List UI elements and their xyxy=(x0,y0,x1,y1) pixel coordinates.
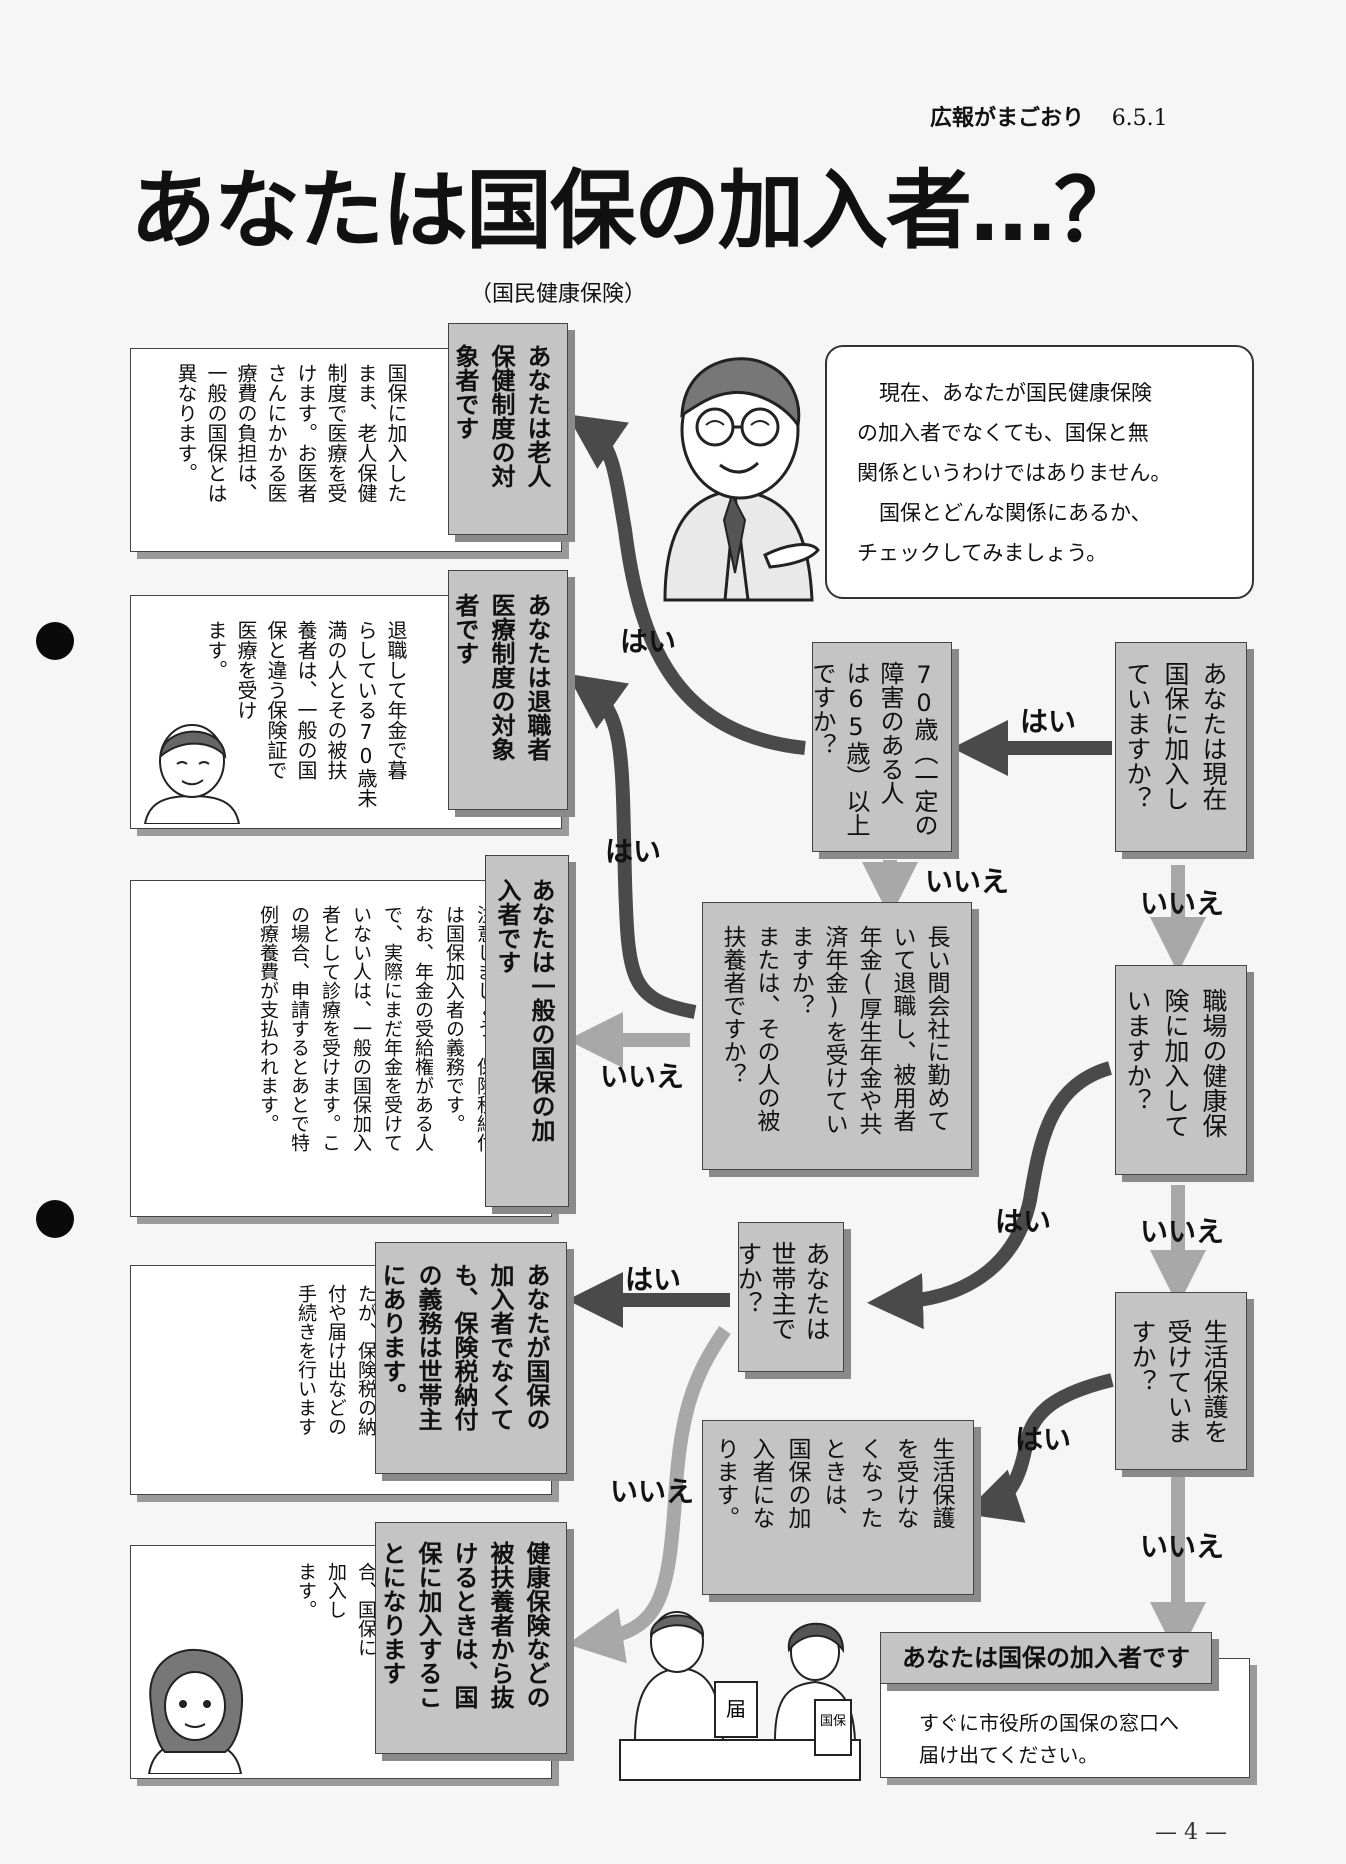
counter-sign-label: 国保 xyxy=(820,1714,846,1729)
man-illustration xyxy=(143,724,241,824)
result-dependent-title: 健康保険などの 被扶養者から抜 けるときは、国 保に加入するこ とになります xyxy=(375,1522,567,1754)
page-title: あなたは国保の加入者…？ xyxy=(130,161,1140,261)
arrow-q2-yes xyxy=(867,1061,1113,1330)
form-label: 届 xyxy=(726,1697,746,1721)
final-line-1: すぐに市役所の国保の窓口へ xyxy=(919,1711,1179,1735)
publication-name: 広報がまごおり 6.5.1 xyxy=(930,100,1168,132)
label-q1-yes: はい xyxy=(1020,705,1077,738)
question-retiree-pension: 長い間会社に勤めて いて退職し、被用者 年金(厚生年金や共 済年金)を受けてい … xyxy=(702,902,972,1170)
label-q2-yes: はい xyxy=(995,1205,1052,1238)
label-q6-no: いいえ xyxy=(610,1475,695,1508)
binder-hole-top xyxy=(36,622,74,660)
result-general-title: あなたは一般の国保の加 入者です xyxy=(485,855,569,1207)
intro-line-4: 国保とどんな関係にあるか、 xyxy=(879,501,1152,525)
final-result-title: あなたは国保の加入者です xyxy=(880,1632,1212,1684)
page-subtitle: （国民健康保険） xyxy=(470,282,647,307)
result-retiree-note: 退職して年金で暮 らしている70歳未 満の人とその被扶 養者は、一般の国 保と違… xyxy=(204,620,408,808)
note-welfare-ended: 生活保護 を受けな くなった ときは、 国保の加 入者にな ります。 xyxy=(702,1420,974,1595)
publication-title: 広報がまごおり xyxy=(930,106,1085,131)
final-result-instructions: すぐに市役所の国保の窓口へ 届け出てください。 xyxy=(919,1707,1179,1771)
result-elderly-note: 国保に加入した まま、老人保健 制度で医療を受 けます。お医者 さんにかかる医 … xyxy=(174,363,408,503)
label-q1-no: いいえ xyxy=(1140,887,1225,920)
result-elderly-title: あなたは老人 保健制度の対 象者です xyxy=(448,323,568,535)
binder-hole-bottom xyxy=(36,1200,74,1238)
question-welfare: 生活保護を 受けていま すか？ xyxy=(1115,1292,1247,1470)
intro-line-2: の加入者でなくても、国保と無 xyxy=(857,421,1149,445)
label-q3-no: いいえ xyxy=(1140,1530,1225,1563)
label-q4-no: いいえ xyxy=(925,865,1010,898)
arrow-q5-yes xyxy=(567,673,697,1019)
result-general-note-card: 保険税の納め忘れがないよう 注意しましょう。保険税納付 は国保加入者の義務です。… xyxy=(130,880,552,1217)
result-household-title: あなたが国保の 加入者でなくて も、保険税納付 の義務は世帯主 にあります。 xyxy=(375,1242,567,1474)
label-q3-yes: はい xyxy=(1015,1423,1072,1456)
label-q5-no: いいえ xyxy=(600,1060,685,1093)
arrow-q3-yes xyxy=(963,1373,1114,1523)
label-q5-yes: はい xyxy=(605,835,662,868)
question-workplace-insurance: 職場の健康保 険に加入して いますか？ xyxy=(1115,965,1247,1175)
office-counter-illustration: 届 国保 xyxy=(619,1611,861,1781)
label-q6-yes: はい xyxy=(625,1263,682,1296)
result-retiree-title: あなたは退職者 医療制度の対象 者です xyxy=(448,570,568,810)
intro-line-3: 関係というわけではありません。 xyxy=(857,461,1172,485)
page-number: — 4 — xyxy=(1155,1820,1227,1845)
intro-line-1: 現在、あなたが国民健康保険 xyxy=(879,381,1152,405)
woman-illustration xyxy=(147,1648,244,1774)
question-current-kokuho: あなたは現在 国保に加入し ていますか？ xyxy=(1115,642,1247,852)
final-line-2: 届け出てください。 xyxy=(919,1743,1099,1767)
question-age-70: 70歳（一定の 障害のある人 は65歳）以上 ですか？ xyxy=(808,642,952,852)
question-household-head: あなたは 世帯主で すか？ xyxy=(734,1222,844,1372)
intro-speech-box: 現在、あなたが国民健康保険 の加入者でなくても、国保と無 関係というわけではあり… xyxy=(825,345,1254,599)
teacher-illustration xyxy=(663,357,820,602)
issue-date: 6.5.1 xyxy=(1111,106,1168,131)
arrow-q6-no xyxy=(567,1325,731,1664)
arrow-q4-yes xyxy=(566,414,806,755)
intro-line-5: チェックしてみましょう。 xyxy=(857,541,1108,565)
label-q2-no: いいえ xyxy=(1140,1215,1225,1248)
label-q4-yes: はい xyxy=(620,625,677,658)
